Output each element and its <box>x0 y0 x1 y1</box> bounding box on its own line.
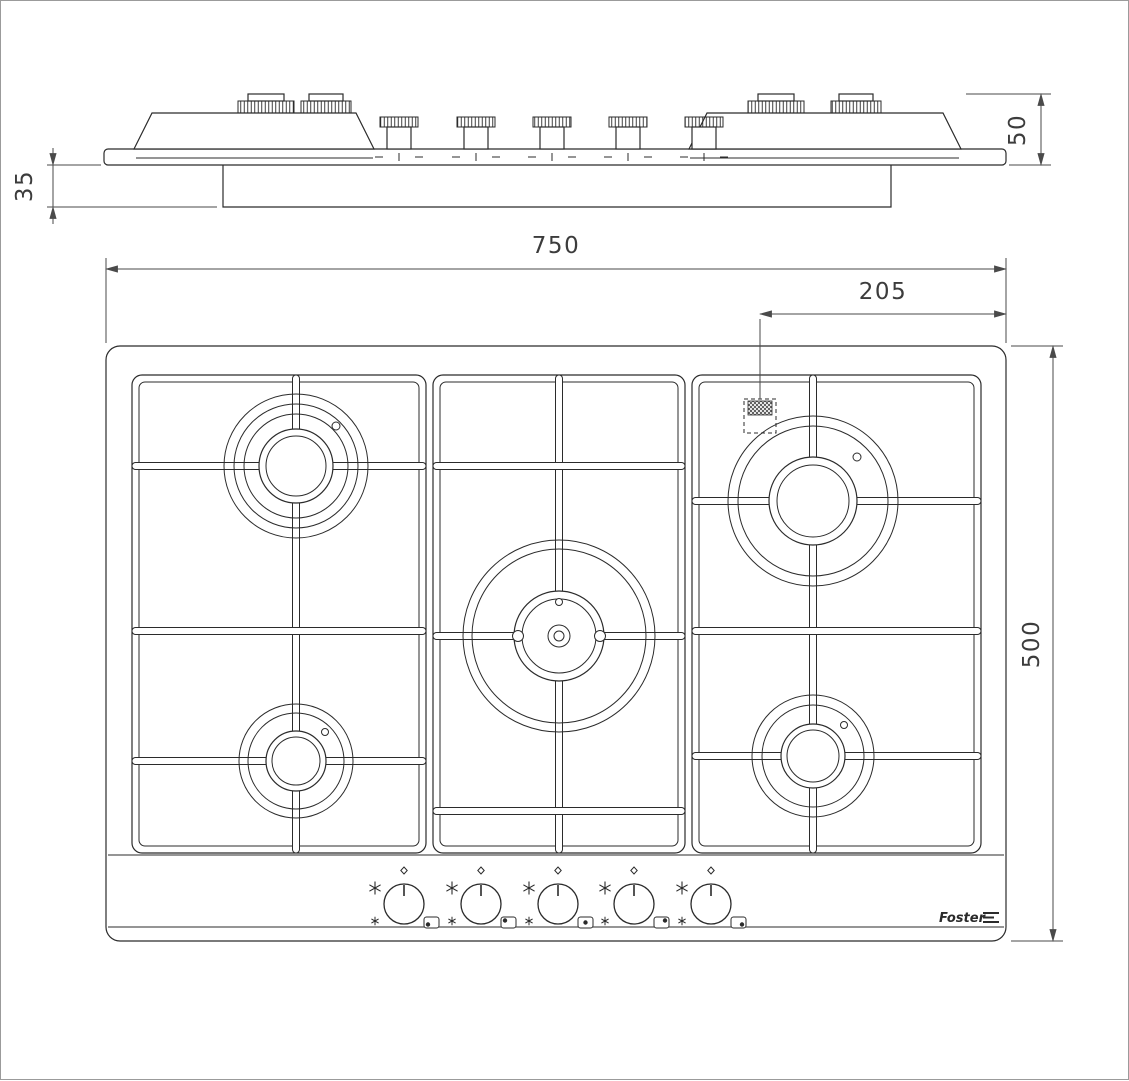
dimensions: 750 205 500 35 50 <box>12 92 1063 943</box>
ignition-plug-icon <box>852 452 862 462</box>
dim-width-750: 750 <box>104 233 1008 343</box>
burner-front-right <box>751 694 875 818</box>
dim-label-recess: 35 <box>12 170 38 202</box>
side-burner-group-left <box>133 93 375 150</box>
hob-profile-body <box>103 148 1007 166</box>
ignition-plug-icon <box>331 421 341 431</box>
dim-label-width: 750 <box>532 233 580 259</box>
burner-back-right <box>727 415 899 587</box>
burner-back-left <box>223 393 369 539</box>
position-dot <box>739 922 745 927</box>
dim-label-depth: 500 <box>1019 620 1045 668</box>
position-dot <box>662 918 668 923</box>
dim-recess-35: 35 <box>12 148 217 224</box>
side-knob-profiles <box>379 116 724 150</box>
dim-inlet-205: 205 <box>758 279 1008 399</box>
top-view: Foster <box>105 345 1007 942</box>
dim-height-50: 50 <box>966 92 1051 167</box>
position-dot <box>425 922 431 927</box>
brand-logo-text: Foster <box>939 911 987 926</box>
burner-front-left <box>238 703 354 819</box>
side-view <box>103 93 1007 208</box>
brand-logo-lines-icon <box>983 912 999 923</box>
side-burner-group-right <box>688 93 962 150</box>
dim-label-inlet: 205 <box>859 279 907 305</box>
recess-box <box>222 165 892 208</box>
brand-logo: Foster <box>939 911 999 926</box>
ignition-plug-icon <box>321 728 329 736</box>
dim-depth-500: 500 <box>1011 344 1063 943</box>
side-front-ticks <box>375 153 728 161</box>
burner-center-wok <box>462 539 656 733</box>
control-knob-row <box>368 866 747 929</box>
ignition-plug-icon <box>840 721 848 729</box>
position-dot <box>583 920 588 925</box>
position-dot <box>502 918 508 923</box>
ignition-plug-icon <box>555 598 563 606</box>
dim-label-height: 50 <box>1005 114 1031 146</box>
